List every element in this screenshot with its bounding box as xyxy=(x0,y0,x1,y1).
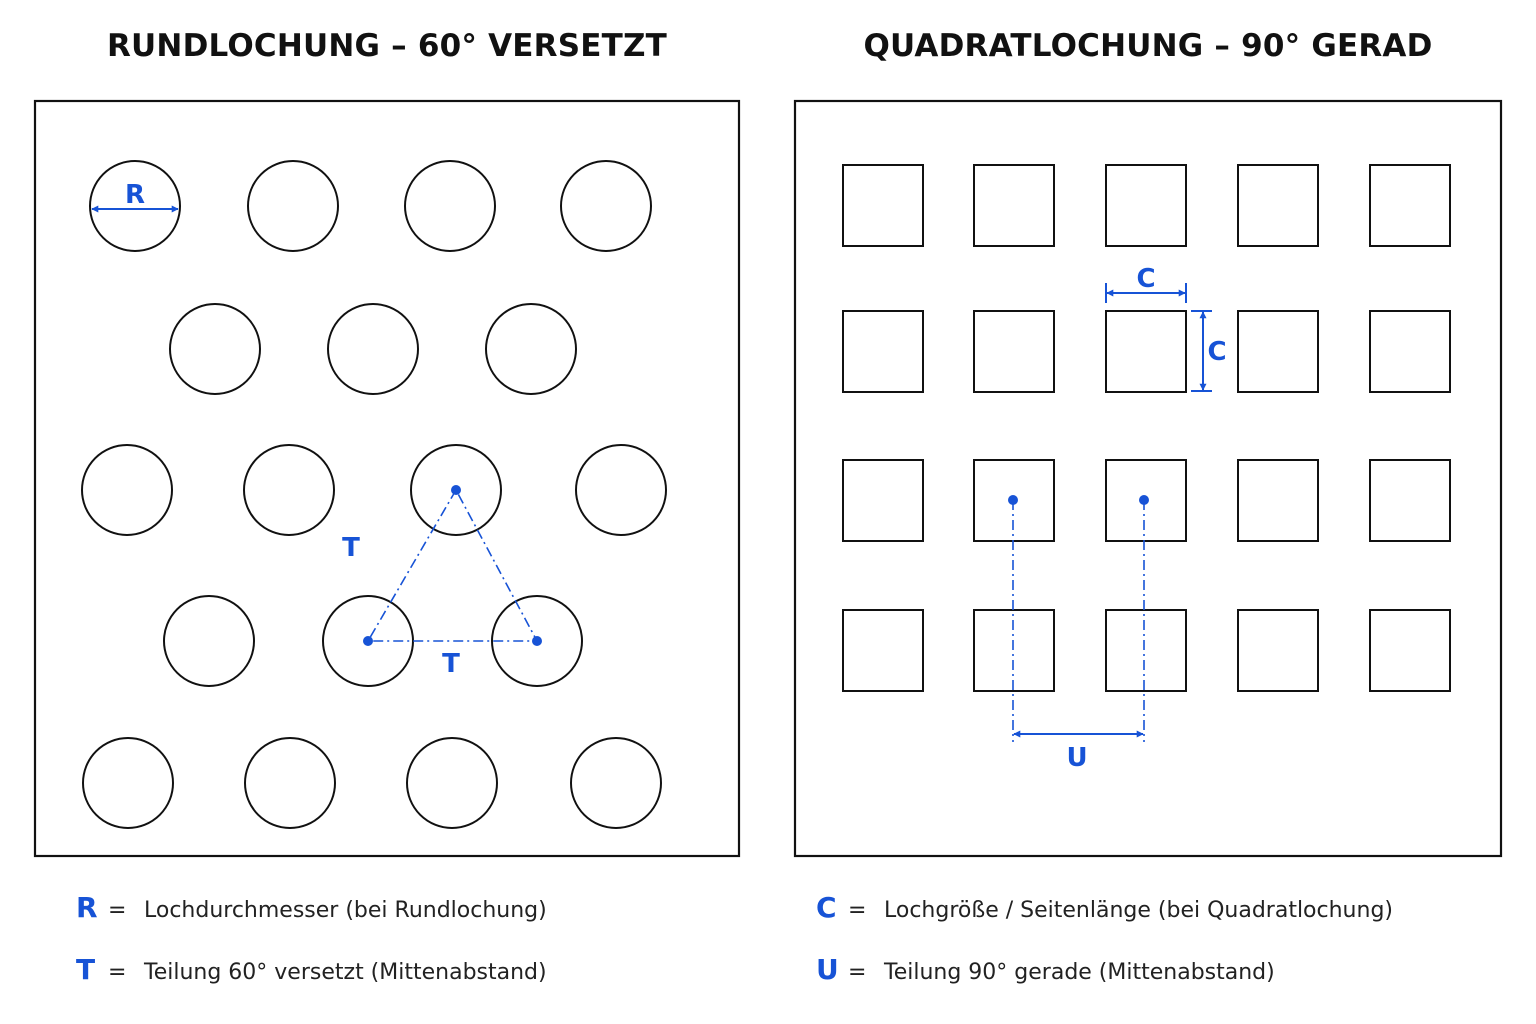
square-hole xyxy=(1105,609,1187,692)
hole-center-dot xyxy=(451,485,461,495)
legend-item-t: T = Teilung 60° versetzt (Mittenabstand) xyxy=(76,953,547,986)
round-hole xyxy=(163,595,255,687)
square-hole xyxy=(1105,310,1187,393)
pitch-triangle-outline xyxy=(366,488,539,642)
legend-description: Lochdurchmesser (bei Rundlochung) xyxy=(144,898,547,923)
square-hole xyxy=(1237,164,1319,247)
legend-item-r: R = Lochdurchmesser (bei Rundlochung) xyxy=(76,891,547,924)
pitch-horizontal-label: T xyxy=(442,649,460,679)
right-panel-title: QUADRATLOCHUNG – 90° GERAD xyxy=(863,28,1433,64)
diameter-dimension: R xyxy=(91,180,179,213)
square-hole xyxy=(973,310,1055,393)
square-hole xyxy=(1237,459,1319,542)
round-hole xyxy=(327,303,419,395)
square-hole xyxy=(1237,310,1319,393)
square-hole xyxy=(1237,609,1319,692)
round-hole xyxy=(169,303,261,395)
left-panel-title: RUNDLOCHUNG – 60° VERSETZT xyxy=(106,28,667,64)
square-hole xyxy=(973,164,1055,247)
height-dimension: C xyxy=(1191,310,1227,392)
square-hole xyxy=(973,609,1055,692)
round-hole xyxy=(243,444,335,536)
round-panel-frame xyxy=(33,99,741,858)
square-hole xyxy=(842,459,924,542)
height-label: C xyxy=(1207,337,1226,367)
hole-center-dot xyxy=(532,636,542,646)
square-hole xyxy=(1369,459,1451,542)
round-hole xyxy=(485,303,577,395)
width-label: C xyxy=(1136,264,1155,294)
diameter-label: R xyxy=(125,180,145,210)
round-hole xyxy=(406,737,498,829)
round-hole xyxy=(247,160,339,252)
round-hole xyxy=(560,160,652,252)
legend-symbol: T xyxy=(76,953,96,986)
round-hole xyxy=(244,737,336,829)
hole-center-dot xyxy=(1139,495,1149,505)
round-hole xyxy=(575,444,667,536)
legend-description: Teilung 60° versetzt (Mittenabstand) xyxy=(144,960,547,985)
legend-equals: = xyxy=(108,898,127,923)
round-hole xyxy=(82,737,174,829)
legend-equals: = xyxy=(848,898,867,923)
legend-description: Teilung 90° gerade (Mittenabstand) xyxy=(884,960,1275,985)
legend-equals: = xyxy=(848,960,867,985)
square-hole xyxy=(1369,310,1451,393)
pitch-dimension: U xyxy=(1008,495,1149,773)
square-hole xyxy=(1369,609,1451,692)
round-hole xyxy=(570,737,662,829)
pitch-triangle: T T xyxy=(342,485,542,679)
legend-symbol: C xyxy=(816,891,837,924)
round-perforation-panel: R T T xyxy=(33,99,741,858)
round-holes xyxy=(81,160,667,829)
pitch-label: U xyxy=(1066,743,1087,773)
hole-center-dot xyxy=(1008,495,1018,505)
square-holes xyxy=(842,164,1451,692)
square-perforation-panel: C C U xyxy=(793,99,1503,858)
legend-symbol: U xyxy=(816,953,839,986)
legend-equals: = xyxy=(108,960,127,985)
width-dimension: C xyxy=(1105,264,1187,303)
legend-symbol: R xyxy=(76,891,98,924)
pitch-diagonal-label: T xyxy=(342,533,360,563)
round-hole xyxy=(404,160,496,252)
square-hole xyxy=(1105,164,1187,247)
legend-item-u: U = Teilung 90° gerade (Mittenabstand) xyxy=(816,953,1275,986)
square-hole xyxy=(842,310,924,393)
square-panel-frame xyxy=(793,99,1503,858)
round-hole xyxy=(81,444,173,536)
square-hole xyxy=(842,164,924,247)
legend-item-c: C = Lochgröße / Seitenlänge (bei Quadrat… xyxy=(816,891,1393,924)
square-hole xyxy=(842,609,924,692)
legend-description: Lochgröße / Seitenlänge (bei Quadratloch… xyxy=(884,898,1393,923)
square-hole xyxy=(1369,164,1451,247)
hole-center-dot xyxy=(363,636,373,646)
